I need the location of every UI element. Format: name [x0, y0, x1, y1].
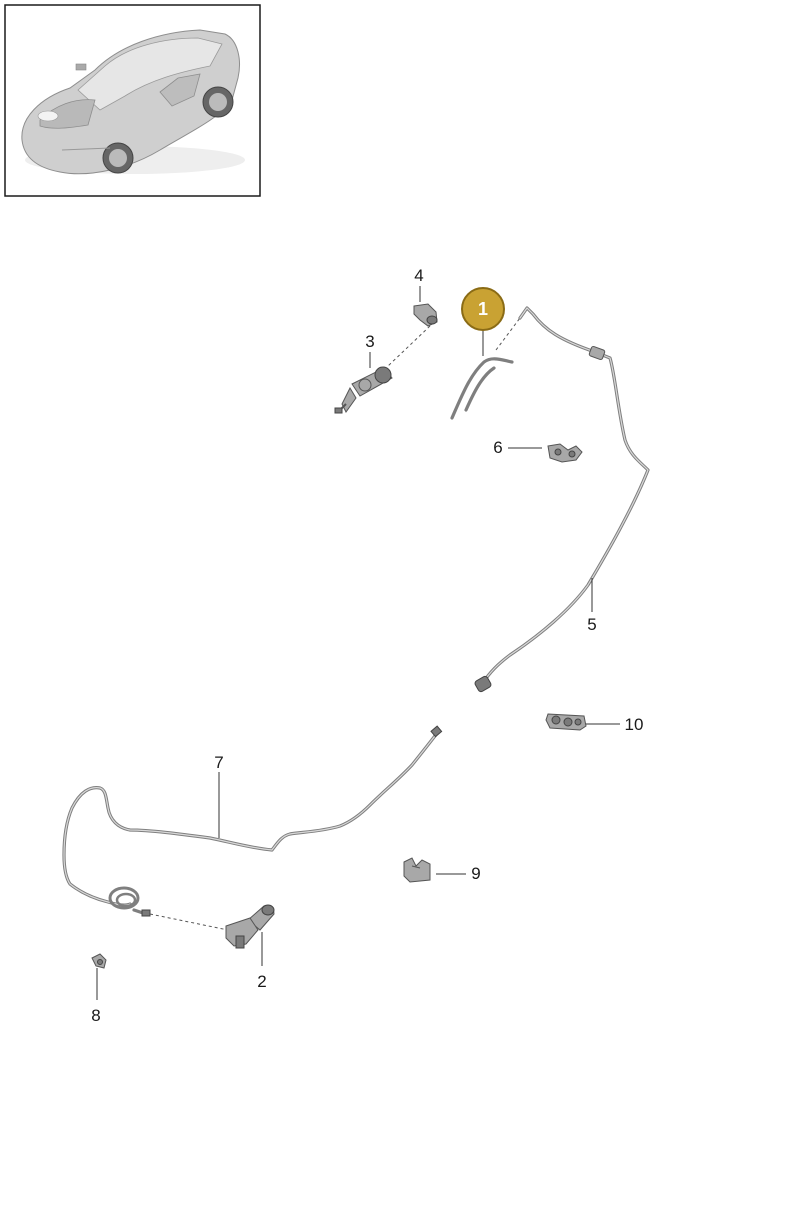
part-8-clip — [91, 953, 107, 969]
car-thumbnail-icon — [21, 29, 245, 175]
callout-1: 1 — [478, 299, 488, 319]
part-10-clip — [545, 713, 587, 731]
vehicle-thumbnail — [4, 4, 261, 197]
part-5-clutch-line — [474, 306, 650, 693]
callout-10[interactable]: 10 — [625, 715, 644, 734]
callout-6[interactable]: 6 — [493, 438, 502, 457]
callout-2[interactable]: 2 — [257, 972, 266, 991]
callout-7[interactable]: 7 — [214, 753, 223, 772]
callout-4[interactable]: 4 — [414, 266, 423, 285]
callout-9[interactable]: 9 — [471, 864, 480, 883]
part-4-connector — [387, 303, 438, 367]
part-1-hose — [450, 309, 527, 420]
part-2-slave-cylinder — [225, 904, 275, 949]
callout-1-highlight[interactable]: 1 — [461, 287, 505, 331]
part-3-master-cylinder — [334, 366, 393, 414]
part-6-clip — [547, 443, 583, 463]
leader-lines — [96, 286, 620, 1000]
callout-3[interactable]: 3 — [365, 332, 374, 351]
callout-8[interactable]: 8 — [91, 1006, 100, 1025]
part-9-holder — [403, 857, 431, 883]
part-7-clutch-line — [62, 725, 443, 931]
highlight-circle — [461, 287, 505, 331]
callout-5[interactable]: 5 — [587, 615, 596, 634]
